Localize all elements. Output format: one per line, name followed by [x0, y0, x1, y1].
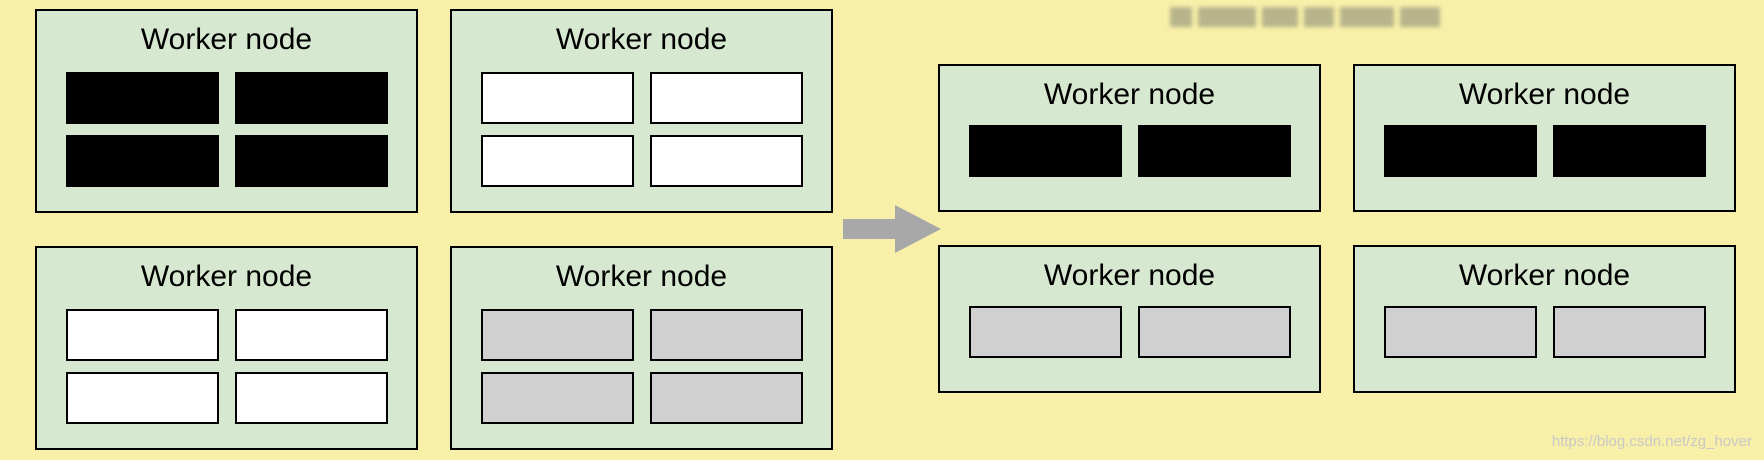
- slot: [1553, 125, 1706, 177]
- right-arrow-icon: [843, 205, 941, 253]
- node-title: Worker node: [140, 260, 313, 293]
- slot: [235, 309, 388, 361]
- slot: [481, 372, 634, 424]
- node-title: Worker node: [555, 23, 728, 56]
- slot: [481, 309, 634, 361]
- slot: [235, 372, 388, 424]
- before-worker-node-4: Worker node: [450, 246, 833, 450]
- slot: [650, 135, 803, 187]
- slot: [969, 306, 1122, 358]
- node-title: Worker node: [1043, 78, 1216, 111]
- node-title: Worker node: [1043, 259, 1216, 292]
- after-worker-node-3: Worker node: [938, 245, 1321, 393]
- node-title: Worker node: [1458, 259, 1631, 292]
- slot: [66, 309, 219, 361]
- slot: [1138, 125, 1291, 177]
- watermark-url: https://blog.csdn.net/zg_hover: [1551, 433, 1752, 450]
- blurred-caption: [1170, 4, 1510, 30]
- slot: [481, 72, 634, 124]
- slot: [650, 372, 803, 424]
- node-title: Worker node: [555, 260, 728, 293]
- slot: [1384, 306, 1537, 358]
- slot: [1138, 306, 1291, 358]
- slot: [969, 125, 1122, 177]
- slot: [650, 72, 803, 124]
- after-worker-node-4: Worker node: [1353, 245, 1736, 393]
- before-worker-node-2: Worker node: [450, 9, 833, 213]
- slot: [66, 72, 219, 124]
- slot: [650, 309, 803, 361]
- slot: [235, 135, 388, 187]
- node-title: Worker node: [1458, 78, 1631, 111]
- after-worker-node-1: Worker node: [938, 64, 1321, 212]
- after-worker-node-2: Worker node: [1353, 64, 1736, 212]
- slot: [66, 372, 219, 424]
- node-title: Worker node: [140, 23, 313, 56]
- slot: [1553, 306, 1706, 358]
- slot: [1384, 125, 1537, 177]
- before-worker-node-1: Worker node: [35, 9, 418, 213]
- before-worker-node-3: Worker node: [35, 246, 418, 450]
- slot: [481, 135, 634, 187]
- slot: [235, 72, 388, 124]
- slot: [66, 135, 219, 187]
